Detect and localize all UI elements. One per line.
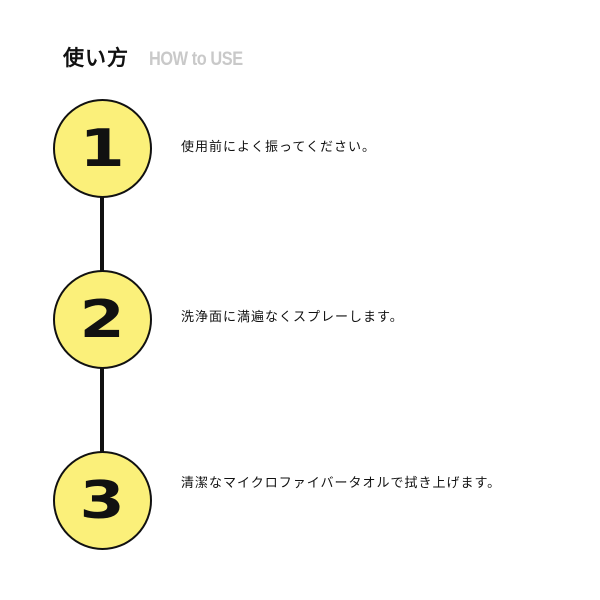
step-connector-1-2 — [100, 195, 104, 275]
step-3-number: 3 — [79, 470, 126, 531]
step-2-circle: 2 — [53, 270, 152, 369]
step-3-circle: 3 — [53, 451, 152, 550]
page-header: 使い方 HOW to USE — [63, 42, 258, 78]
step-3-instruction: 清潔なマイクロファイバータオルで拭き上げます。 — [181, 476, 502, 491]
page-subtitle: HOW to USE — [149, 49, 243, 70]
page-title: 使い方 — [63, 46, 129, 70]
step-2-number: 2 — [79, 289, 126, 350]
step-2-instruction: 洗浄面に満遍なくスプレーします。 — [181, 310, 404, 325]
step-connector-2-3 — [100, 365, 104, 455]
step-1-circle: 1 — [53, 99, 152, 198]
step-1-instruction: 使用前によく振ってください。 — [181, 140, 376, 155]
step-1-number: 1 — [79, 118, 126, 179]
